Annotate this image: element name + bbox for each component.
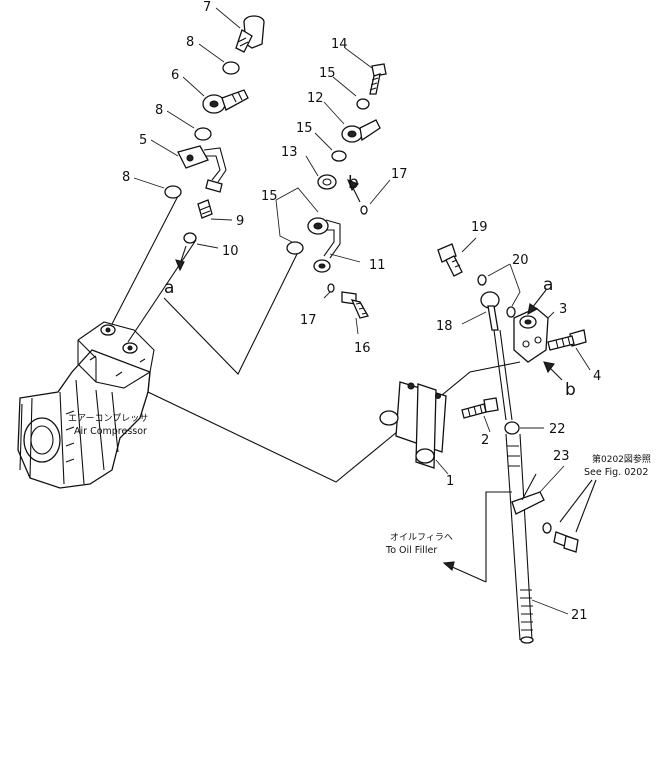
callout-10: 10 [222, 244, 239, 259]
bolt-4 [547, 329, 587, 351]
ref-letter-a-left: a [164, 278, 174, 298]
oil-filler-label-jp: オイルフィラヘ [390, 532, 453, 543]
callout-18: 18 [436, 319, 453, 334]
callout-7: 7 [203, 0, 211, 15]
washer-8-mid [194, 127, 212, 141]
eye-joint-6 [202, 89, 249, 114]
callout-8-top: 8 [186, 35, 194, 50]
callout-15-top: 15 [319, 66, 336, 81]
compressor-label-en: Air Compressor [74, 426, 147, 437]
washer-13 [317, 174, 337, 190]
callout-8-low: 8 [122, 170, 130, 185]
callout-6: 6 [171, 68, 179, 83]
bolt-16 [341, 291, 369, 319]
callout-20: 20 [512, 253, 529, 268]
air-compressor [17, 321, 155, 489]
callout-3: 3 [559, 302, 567, 317]
elbow-18 [480, 291, 500, 331]
washer-15-low [286, 241, 304, 255]
callout-12: 12 [307, 91, 324, 106]
fitting-9 [197, 199, 213, 219]
callout-14: 14 [331, 37, 348, 52]
eye-joint-12 [341, 119, 381, 143]
clamp-23 [511, 473, 545, 515]
ref-letter-b-top: b [348, 173, 359, 193]
callout-15-mid: 15 [296, 121, 313, 136]
banjo-bolt-7 [235, 15, 265, 53]
connection-lines [111, 195, 521, 582]
callout-16: 16 [354, 341, 371, 356]
bolt-2 [461, 397, 499, 419]
callout-21: 21 [571, 608, 588, 623]
leader-lines [133, 7, 591, 615]
callout-22: 22 [549, 422, 566, 437]
see-fig-label-en: See Fig. 0202 [584, 467, 648, 478]
washer-8-low [164, 185, 182, 199]
callout-numbers: 7 8 6 8 5 8 9 10 14 15 12 15 13 17 15 11… [122, 0, 601, 623]
washer-20-top [477, 274, 487, 286]
washer-17-top [360, 205, 368, 215]
callout-5: 5 [139, 133, 147, 148]
pipe-11 [307, 217, 341, 273]
pipe-5 [177, 145, 227, 193]
callout-15-low: 15 [261, 189, 278, 204]
bolt-14 [369, 63, 387, 95]
tube-18-upper [493, 329, 513, 421]
callout-13: 13 [281, 145, 298, 160]
washer-22 [504, 421, 520, 435]
callout-23: 23 [553, 449, 570, 464]
ref-letter-a-right: a [543, 275, 553, 295]
washer-20-low [506, 306, 516, 318]
bracket-1 [379, 381, 447, 469]
valve-block-3 [513, 307, 549, 363]
callout-9: 9 [236, 214, 244, 229]
washer-8-top [222, 61, 240, 75]
callout-2: 2 [481, 433, 489, 448]
callout-4: 4 [593, 369, 601, 384]
tube-21 [505, 433, 534, 644]
washer-15-top [356, 98, 370, 110]
washer-15-mid [331, 150, 347, 162]
ref-letter-b-right: b [565, 380, 576, 400]
callout-17-top: 17 [391, 167, 408, 182]
washer-10 [183, 232, 197, 244]
bolt-19 [437, 243, 463, 277]
bolt-see-fig [542, 522, 579, 553]
callout-8-mid: 8 [155, 103, 163, 118]
oil-filler-label-en: To Oil Filler [385, 545, 437, 556]
washer-17-low [327, 283, 335, 293]
callout-17-low: 17 [300, 313, 317, 328]
see-fig-label-jp: 第0202図参照 [592, 453, 651, 465]
callout-11: 11 [369, 258, 386, 273]
callout-1: 1 [446, 474, 454, 489]
callout-19: 19 [471, 220, 488, 235]
compressor-label-jp: エアーコンプレッサ [68, 413, 148, 424]
